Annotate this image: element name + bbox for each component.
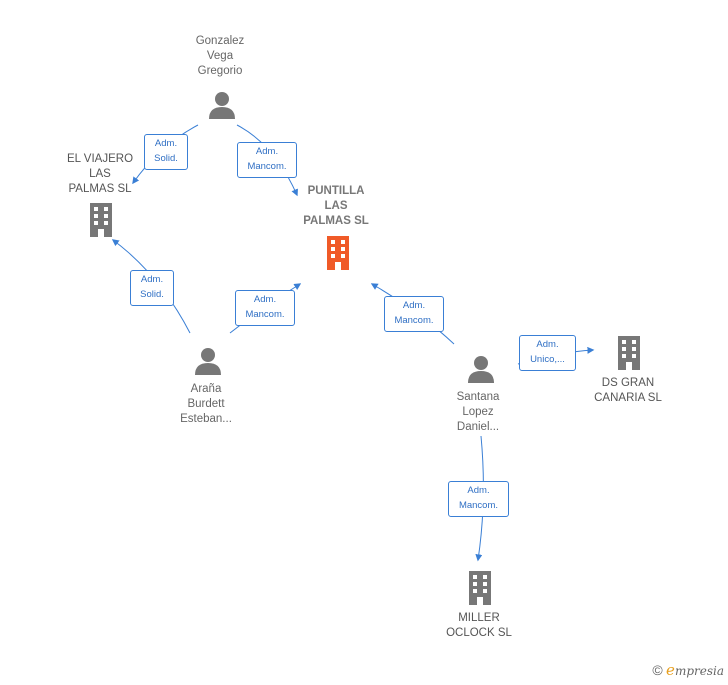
- relation-label-gonzalez-puntilla[interactable]: Adm. Mancom.: [237, 142, 297, 178]
- person-name-arana[interactable]: Araña Burdett Esteban...: [180, 383, 232, 425]
- relation-label-santana-puntilla[interactable]: Adm. Mancom.: [384, 296, 444, 332]
- building-icon[interactable]: [615, 336, 643, 370]
- person-icon[interactable]: [207, 90, 237, 120]
- brand-name: mpresia: [674, 664, 724, 678]
- relation-label-arana-viajero[interactable]: Adm. Solid.: [130, 270, 174, 306]
- company-name-miller[interactable]: MILLER OCLOCK SL: [446, 612, 512, 639]
- building-icon[interactable]: [466, 571, 494, 605]
- person-icon[interactable]: [193, 346, 223, 376]
- company-name-viajero[interactable]: EL VIAJERO LAS PALMAS SL: [66, 153, 134, 195]
- relation-label-arana-puntilla[interactable]: Adm. Mancom.: [235, 290, 295, 326]
- brand-e: e: [666, 661, 675, 679]
- brand-watermark: © empresia: [652, 661, 724, 679]
- copyright-icon: ©: [652, 662, 663, 678]
- company-name-puntilla[interactable]: PUNTILLA LAS PALMAS SL: [303, 185, 369, 227]
- company-name-dsgran[interactable]: DS GRAN CANARIA SL: [594, 377, 662, 404]
- relation-label-santana-miller[interactable]: Adm. Mancom.: [448, 481, 509, 517]
- building-icon[interactable]: [324, 236, 352, 270]
- person-name-gonzalez[interactable]: Gonzalez Vega Gregorio: [195, 35, 245, 77]
- person-name-santana[interactable]: Santana Lopez Daniel...: [456, 391, 500, 433]
- relation-label-gonzalez-viajero[interactable]: Adm. Solid.: [144, 134, 188, 170]
- person-icon[interactable]: [466, 354, 496, 384]
- building-icon[interactable]: [87, 203, 115, 237]
- relation-label-santana-dsgran[interactable]: Adm. Unico,...: [519, 335, 576, 371]
